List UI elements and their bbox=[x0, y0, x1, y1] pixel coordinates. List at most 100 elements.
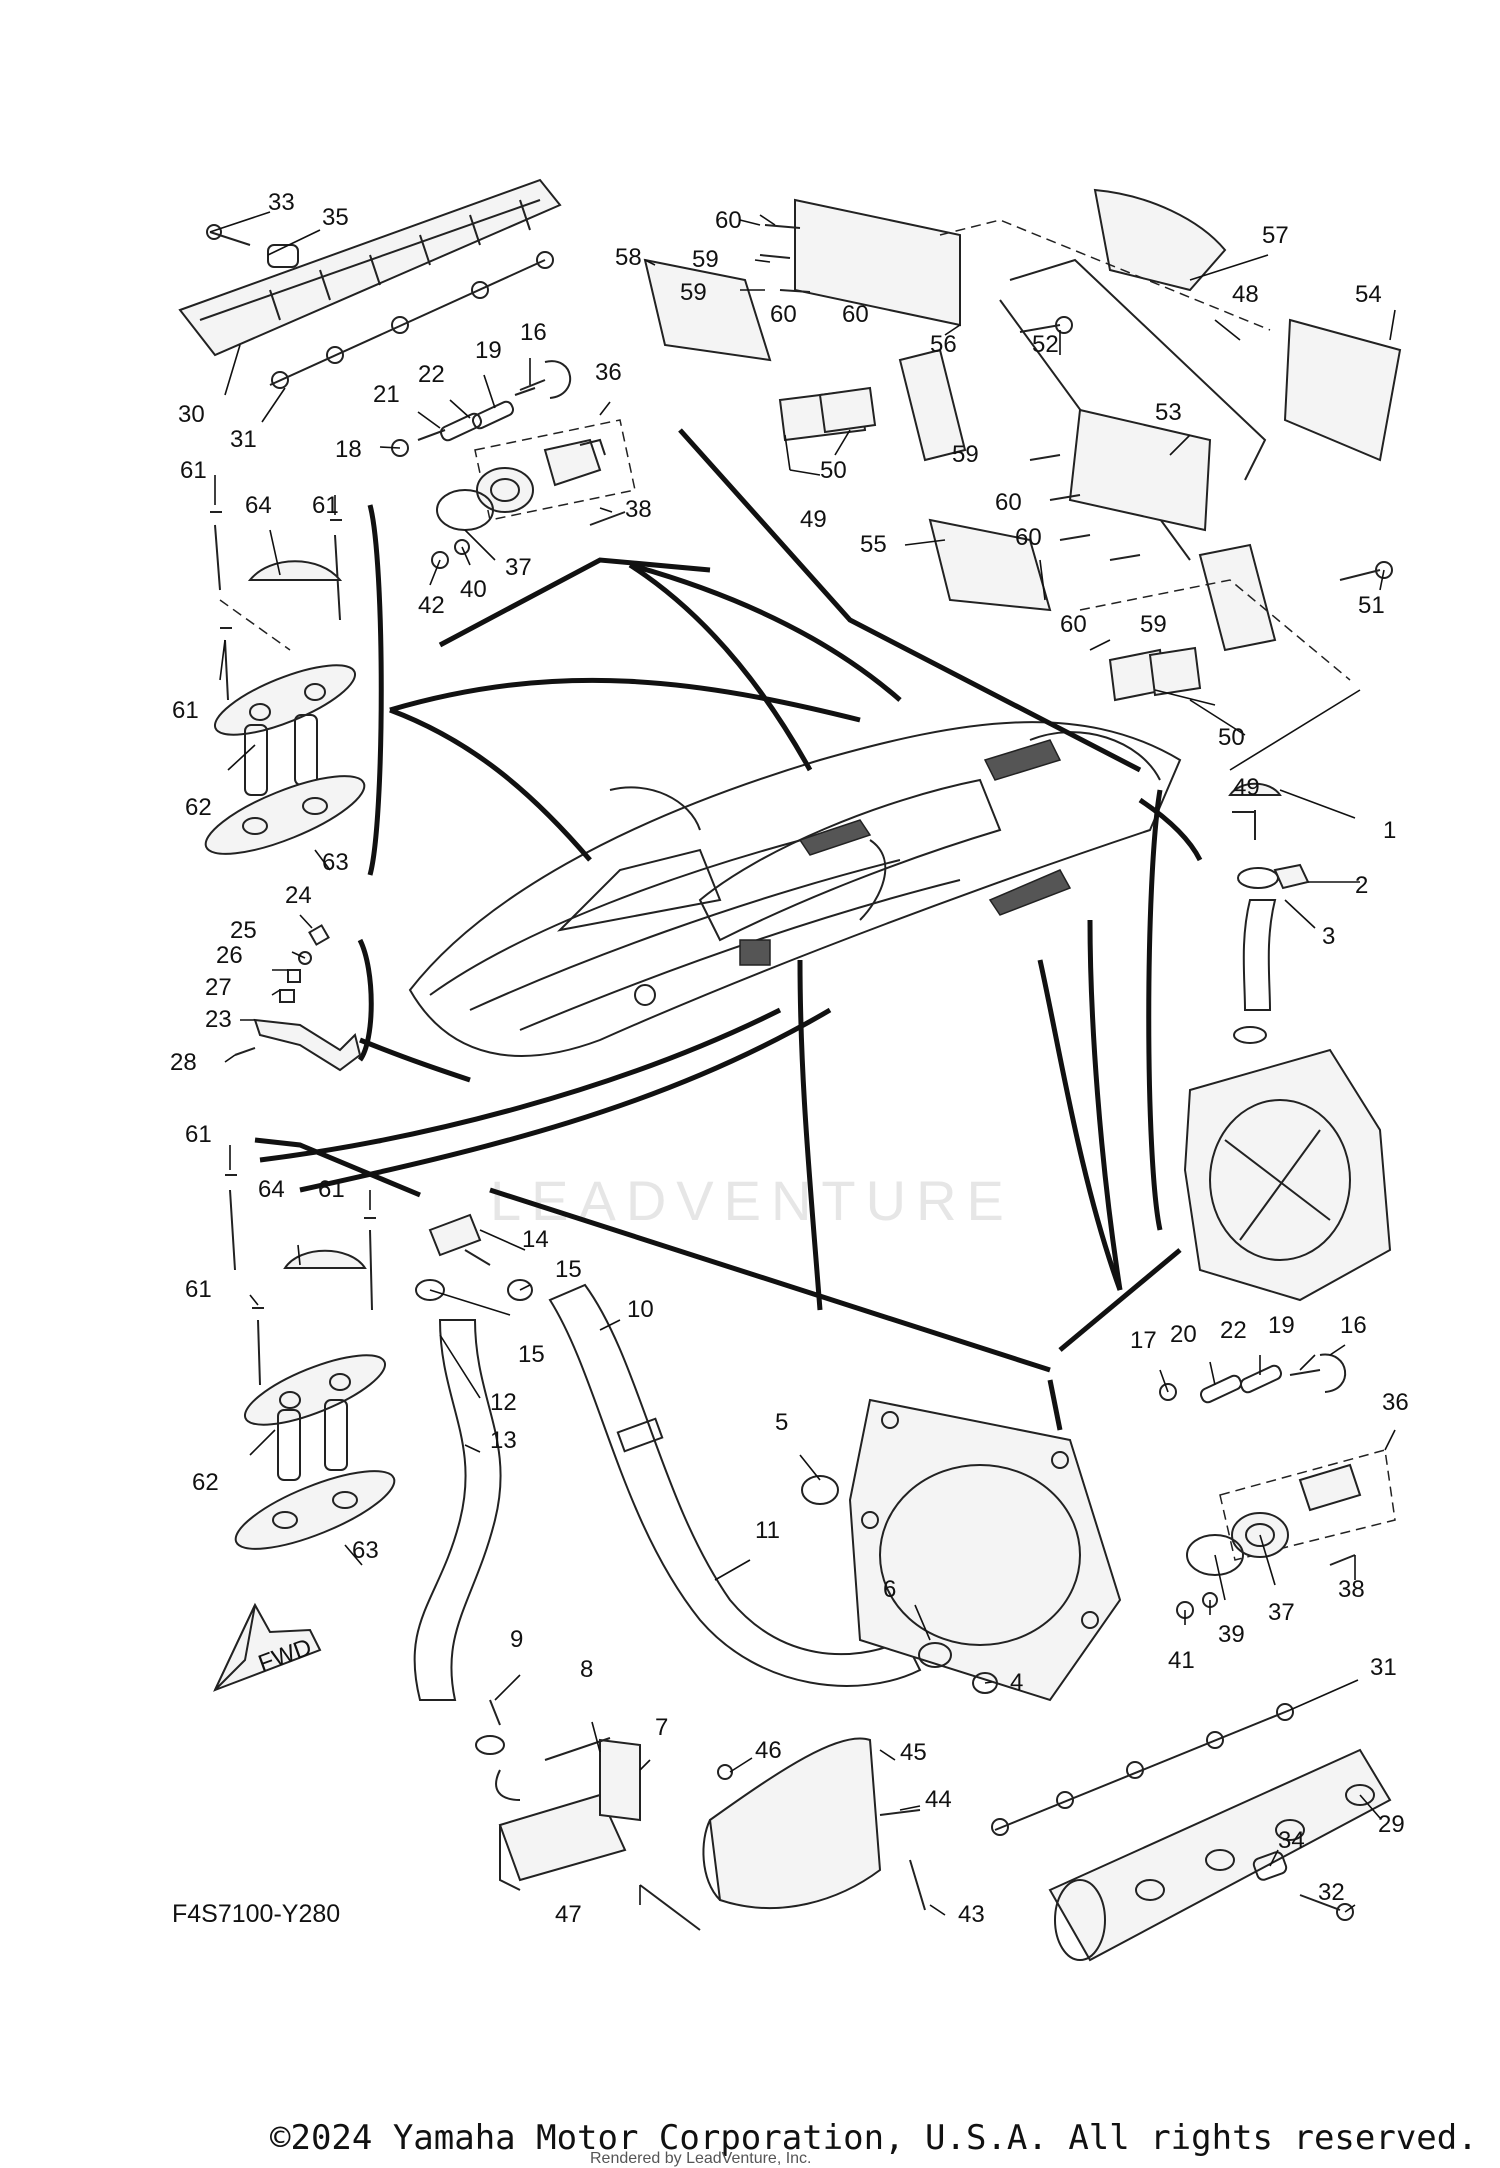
callout-64a: 64 bbox=[245, 492, 272, 519]
callout-44: 44 bbox=[925, 1786, 952, 1813]
callout-31b: 31 bbox=[1370, 1654, 1397, 1681]
callout-54: 54 bbox=[1355, 281, 1382, 308]
callout-37b: 37 bbox=[1268, 1599, 1295, 1626]
callout-48: 48 bbox=[1232, 281, 1259, 308]
callout-18: 18 bbox=[335, 436, 362, 463]
callout-6: 6 bbox=[883, 1576, 896, 1603]
callout-25: 25 bbox=[230, 917, 257, 944]
callout-31a: 31 bbox=[230, 426, 257, 453]
callout-2: 2 bbox=[1355, 872, 1368, 899]
callout-1: 1 bbox=[1383, 817, 1396, 844]
watermark: LEADVENTURE bbox=[490, 1169, 1014, 1232]
callout-61e: 61 bbox=[318, 1176, 345, 1203]
part-jet-pump bbox=[1183, 782, 1392, 1302]
callout-55: 55 bbox=[860, 531, 887, 558]
callout-21: 21 bbox=[373, 381, 400, 408]
callout-33: 33 bbox=[268, 189, 295, 216]
callout-7: 7 bbox=[655, 1714, 668, 1741]
callout-26: 26 bbox=[216, 942, 243, 969]
callout-49b: 49 bbox=[1233, 774, 1260, 801]
callout-9: 9 bbox=[510, 1626, 523, 1653]
callout-4: 4 bbox=[1010, 1669, 1023, 1696]
assembly-pointer-arrows bbox=[259, 562, 1203, 1311]
callout-50a: 50 bbox=[820, 457, 847, 484]
callout-5: 5 bbox=[775, 1409, 788, 1436]
callout-40: 40 bbox=[460, 576, 487, 603]
callout-49a: 49 bbox=[800, 506, 827, 533]
part-cleat-upper bbox=[204, 511, 366, 855]
callout-51: 51 bbox=[1358, 592, 1385, 619]
callout-35: 35 bbox=[322, 204, 349, 231]
callout-46: 46 bbox=[755, 1737, 782, 1764]
callout-20: 20 bbox=[1170, 1321, 1197, 1348]
callout-28: 28 bbox=[170, 1049, 197, 1076]
callout-61b: 61 bbox=[312, 492, 339, 519]
part-bracket-23 bbox=[234, 924, 362, 1072]
callout-37a: 37 bbox=[505, 554, 532, 581]
copyright-notice: ©2024 Yamaha Motor Corporation, U.S.A. A… bbox=[270, 2118, 1478, 2158]
callout-39: 39 bbox=[1218, 1621, 1245, 1648]
callout-61c: 61 bbox=[172, 697, 199, 724]
watercraft-hull bbox=[408, 721, 1182, 1057]
callout-32: 32 bbox=[1318, 1879, 1345, 1906]
callout-60a: 60 bbox=[715, 207, 742, 234]
callout-59d: 59 bbox=[1140, 611, 1167, 638]
part-cover-45 bbox=[702, 1737, 926, 1911]
callout-34: 34 bbox=[1278, 1827, 1305, 1854]
callout-22b: 22 bbox=[1220, 1317, 1247, 1344]
callout-59c: 59 bbox=[952, 441, 979, 468]
callout-61f: 61 bbox=[185, 1276, 212, 1303]
callout-30: 30 bbox=[178, 401, 205, 428]
callout-10: 10 bbox=[627, 1296, 654, 1323]
diagram-code: F4S7100-Y280 bbox=[172, 1900, 340, 1928]
part-rail-upper-left bbox=[178, 178, 562, 389]
callout-45: 45 bbox=[900, 1739, 927, 1766]
part-control-box bbox=[475, 1699, 701, 1931]
callout-38b: 38 bbox=[1338, 1576, 1365, 1603]
callout-42: 42 bbox=[418, 592, 445, 619]
callout-19a: 19 bbox=[475, 337, 502, 364]
callout-61a: 61 bbox=[180, 457, 207, 484]
callout-47: 47 bbox=[555, 1901, 582, 1928]
callout-59b: 59 bbox=[680, 279, 707, 306]
part-cleat-lower bbox=[225, 1174, 396, 1550]
callout-59a: 59 bbox=[692, 246, 719, 273]
callout-60f: 60 bbox=[1060, 611, 1087, 638]
callout-3: 3 bbox=[1322, 923, 1335, 950]
callout-60d: 60 bbox=[995, 489, 1022, 516]
callout-11: 11 bbox=[755, 1517, 780, 1544]
callout-36b: 36 bbox=[1382, 1389, 1409, 1416]
callout-63a: 63 bbox=[322, 849, 349, 876]
callout-58: 58 bbox=[615, 244, 642, 271]
part-intake-plate bbox=[801, 1398, 1122, 1702]
callout-56: 56 bbox=[930, 331, 957, 358]
fwd-arrow-icon: FWD bbox=[213, 1602, 322, 1692]
callout-50b: 50 bbox=[1218, 724, 1245, 751]
callout-16a: 16 bbox=[520, 319, 547, 346]
callout-23: 23 bbox=[205, 1006, 232, 1033]
callout-62b: 62 bbox=[192, 1469, 219, 1496]
callout-15a: 15 bbox=[555, 1256, 582, 1283]
part-hoses bbox=[413, 1213, 922, 1701]
callout-60e: 60 bbox=[1015, 524, 1042, 551]
callout-52: 52 bbox=[1032, 331, 1059, 358]
callout-60b: 60 bbox=[770, 301, 797, 328]
callout-15b: 15 bbox=[518, 1341, 545, 1368]
part-rail-lower-right bbox=[991, 1703, 1392, 1962]
callout-43: 43 bbox=[958, 1901, 985, 1928]
callout-19b: 19 bbox=[1268, 1312, 1295, 1339]
callout-60c: 60 bbox=[842, 301, 869, 328]
callout-24: 24 bbox=[285, 882, 312, 909]
part-tiedown-upper bbox=[391, 360, 636, 569]
callout-38a: 38 bbox=[625, 496, 652, 523]
callout-17: 17 bbox=[1130, 1327, 1157, 1354]
callout-14: 14 bbox=[522, 1226, 549, 1253]
callout-29: 29 bbox=[1378, 1811, 1405, 1838]
callout-61d: 61 bbox=[185, 1121, 212, 1148]
callout-57: 57 bbox=[1262, 222, 1289, 249]
callout-64b: 64 bbox=[258, 1176, 285, 1203]
callout-22a: 22 bbox=[418, 361, 445, 388]
group-brackets bbox=[254, 428, 1182, 1431]
callout-63b: 63 bbox=[352, 1537, 379, 1564]
